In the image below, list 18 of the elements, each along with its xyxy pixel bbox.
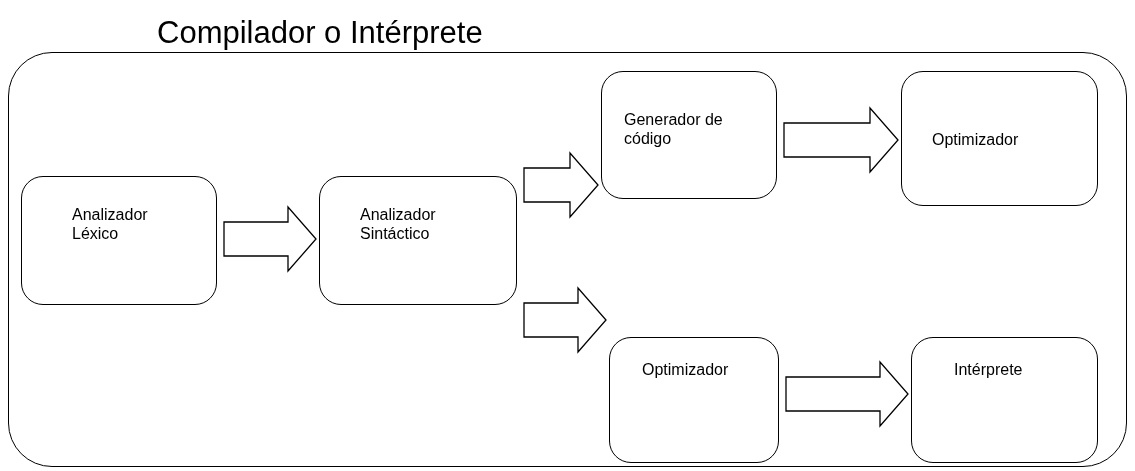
block-arrow [783, 106, 899, 174]
process-box [21, 176, 217, 305]
process-label: Optimizador [642, 360, 730, 379]
process-box [911, 337, 1098, 463]
process-label: Generador de código [624, 110, 724, 148]
process-box [901, 71, 1098, 206]
process-label: Analizador Sintáctico [360, 205, 437, 243]
process-label: Intérprete [954, 360, 1024, 379]
block-arrow [523, 286, 607, 354]
process-label: Analizador Léxico [72, 205, 149, 243]
process-box [319, 176, 517, 305]
block-arrow [223, 205, 317, 273]
block-arrow [785, 360, 909, 428]
block-arrow [523, 151, 599, 219]
group-heading: Compilador o Intérprete [157, 15, 483, 51]
process-box [601, 71, 777, 199]
process-label: Optimizador [932, 130, 1020, 149]
process-box [609, 337, 779, 463]
